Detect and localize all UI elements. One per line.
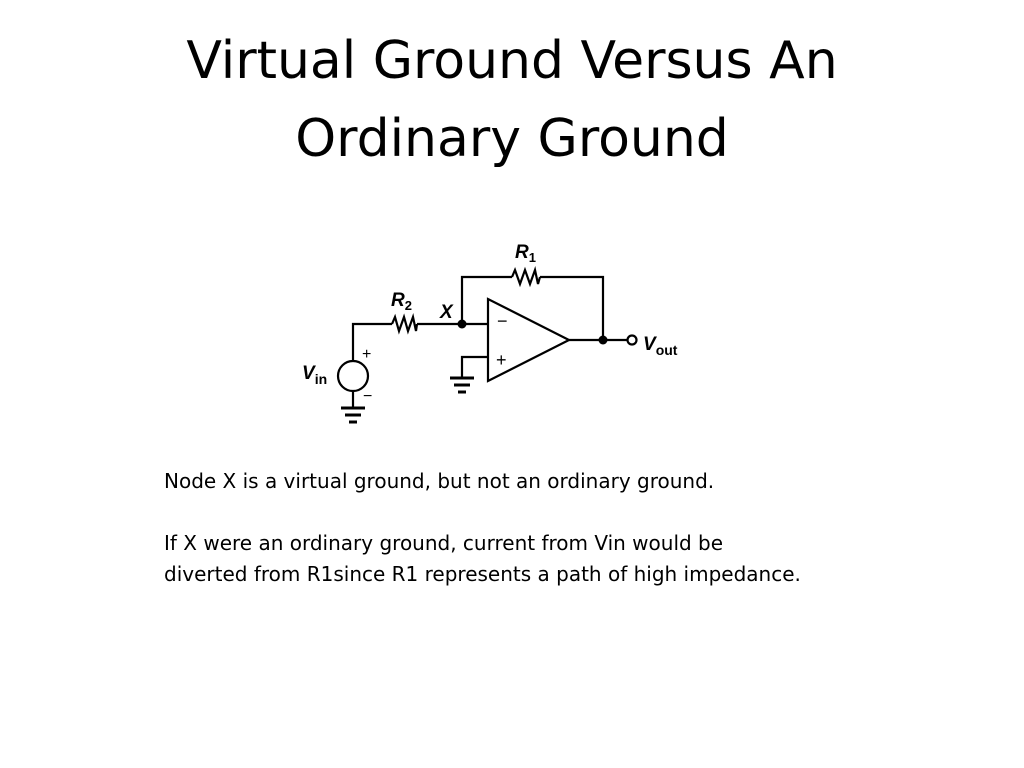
vout-terminal	[626, 334, 638, 346]
input-wire	[351, 322, 488, 360]
output-node-dot	[598, 335, 608, 345]
opamp-ground-icon	[450, 376, 474, 394]
vin-label: Vin	[302, 363, 327, 387]
vout-label: Vout	[643, 334, 678, 358]
r2-resistor	[390, 312, 419, 335]
slide-title: Virtual Ground Versus An Ordinary Ground	[0, 22, 1024, 178]
body-paragraph-2-line-2: diverted from R1since R1 represents a pa…	[164, 562, 801, 586]
body-text: Node X is a virtual ground, but not an o…	[164, 466, 994, 590]
r1-label: R1	[515, 242, 536, 265]
vin-ground-icon	[341, 406, 365, 424]
vin-minus-sign: −	[363, 388, 372, 405]
title-line-2: Ordinary Ground	[295, 109, 729, 169]
node-x-label: X	[439, 302, 454, 323]
opamp-symbol	[486, 297, 572, 383]
feedback-wire	[460, 275, 605, 340]
r1-resistor	[510, 265, 542, 288]
vin-source-symbol	[336, 359, 370, 393]
title-line-1: Virtual Ground Versus An	[186, 31, 838, 91]
node-x-dot	[457, 319, 467, 329]
opamp-plus-sign: +	[496, 350, 507, 370]
body-paragraph-1: Node X is a virtual ground, but not an o…	[164, 469, 715, 493]
noninverting-wire	[460, 355, 488, 377]
r2-label: R2	[391, 290, 412, 313]
vin-plus-sign: +	[362, 346, 371, 363]
opamp-minus-sign: −	[497, 311, 508, 331]
body-paragraph-2-line-1: If X were an ordinary ground, current fr…	[164, 531, 724, 555]
